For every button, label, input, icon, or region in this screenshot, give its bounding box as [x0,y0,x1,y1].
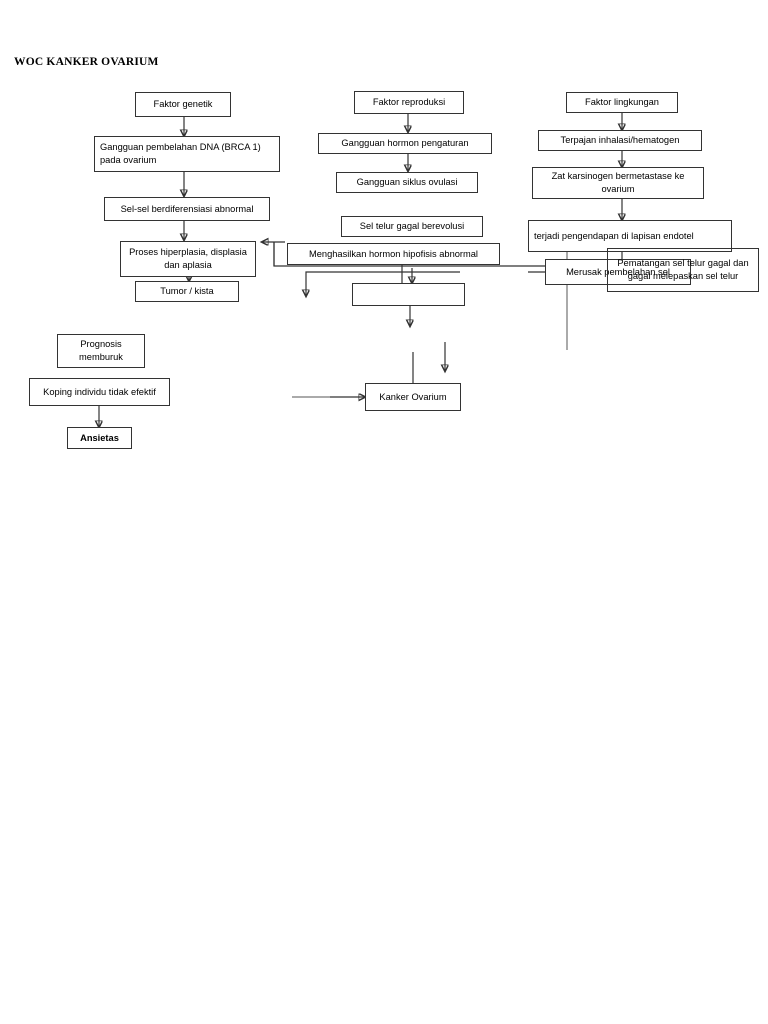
node-label: Faktor reproduksi [372,97,446,107]
node-label: Prognosis memburuk [79,339,123,362]
node-label: Zat karsinogen bermetastase ke ovarium [551,171,685,194]
node-proses-hiperplasia[interactable]: Proses hiperplasia, displasia dan aplasi… [120,241,256,277]
node-label: Tumor / kista [160,286,214,296]
node-label: Proses hiperplasia, displasia dan aplasi… [129,247,247,270]
node-tumor-kista[interactable]: Tumor / kista [135,281,239,302]
node-faktor-genetik[interactable]: Faktor genetik [135,92,231,117]
node-label: Terpajan inhalasi/hematogen [560,135,680,145]
node-label: Merusak pembelahan sel [566,266,670,277]
node-faktor-reproduksi[interactable]: Faktor reproduksi [354,91,464,114]
node-merusak-pembelahan-sel[interactable]: Merusak pembelahan sel [545,259,691,285]
node-label: Ansietas [80,432,119,443]
node-koping-tidak-efektif[interactable]: Koping individu tidak efektif [29,378,170,406]
node-pematangan-sel-telur-gagal[interactable]: Pematangan sel telur gagal dan gagal mel… [607,248,759,292]
node-prognosis-memburuk[interactable]: Prognosis memburuk [57,334,145,368]
node-sel-berdiferensiasi-abnormal[interactable]: Sel-sel berdiferensiasi abnormal [104,197,270,221]
node-label: Gangguan hormon pengaturan [341,138,469,148]
node-label: Menghasilkan hormon hipofisis abnormal [309,248,478,259]
node-label: Sel-sel berdiferensiasi abnormal [120,203,254,214]
node-zat-karsinogen[interactable]: Zat karsinogen bermetastase ke ovarium [532,167,704,199]
node-faktor-lingkungan[interactable]: Faktor lingkungan [566,92,678,113]
node-sel-telur-gagal-berevolusi[interactable]: Sel telur gagal berevolusi [341,216,483,237]
node-label: Pematangan sel telur gagal dan gagal mel… [617,258,749,281]
node-gangguan-dna[interactable]: Gangguan pembelahan DNA (BRCA 1) pada ov… [94,136,280,172]
node-label: Kanker Ovarium [379,391,447,402]
node-gangguan-siklus-ovulasi[interactable]: Gangguan siklus ovulasi [336,172,478,193]
node-label: terjadi pengendapan di lapisan endotel [534,230,694,241]
node-label: Gangguan pembelahan DNA (BRCA 1) pada ov… [100,142,261,165]
node-pengendapan-endotel[interactable]: terjadi pengendapan di lapisan endotel [528,220,732,252]
node-ansietas[interactable]: Ansietas [67,427,132,449]
node-label: Gangguan siklus ovulasi [356,177,458,187]
node-kanker-ovarium[interactable]: Kanker Ovarium [365,383,461,411]
page-title: WOC KANKER OVARIUM [14,56,159,68]
node-label: Faktor genetik [153,99,213,109]
node-kotak-kosong[interactable] [352,283,465,306]
node-label: Faktor lingkungan [585,97,659,107]
node-terpajan-inhalasi[interactable]: Terpajan inhalasi/hematogen [538,130,702,151]
node-gangguan-hormon-pengaturan[interactable]: Gangguan hormon pengaturan [318,133,492,154]
node-label: Koping individu tidak efektif [43,386,156,397]
node-hormon-hipofisis-abnormal[interactable]: Menghasilkan hormon hipofisis abnormal [287,243,500,265]
node-label: Sel telur gagal berevolusi [359,221,465,231]
